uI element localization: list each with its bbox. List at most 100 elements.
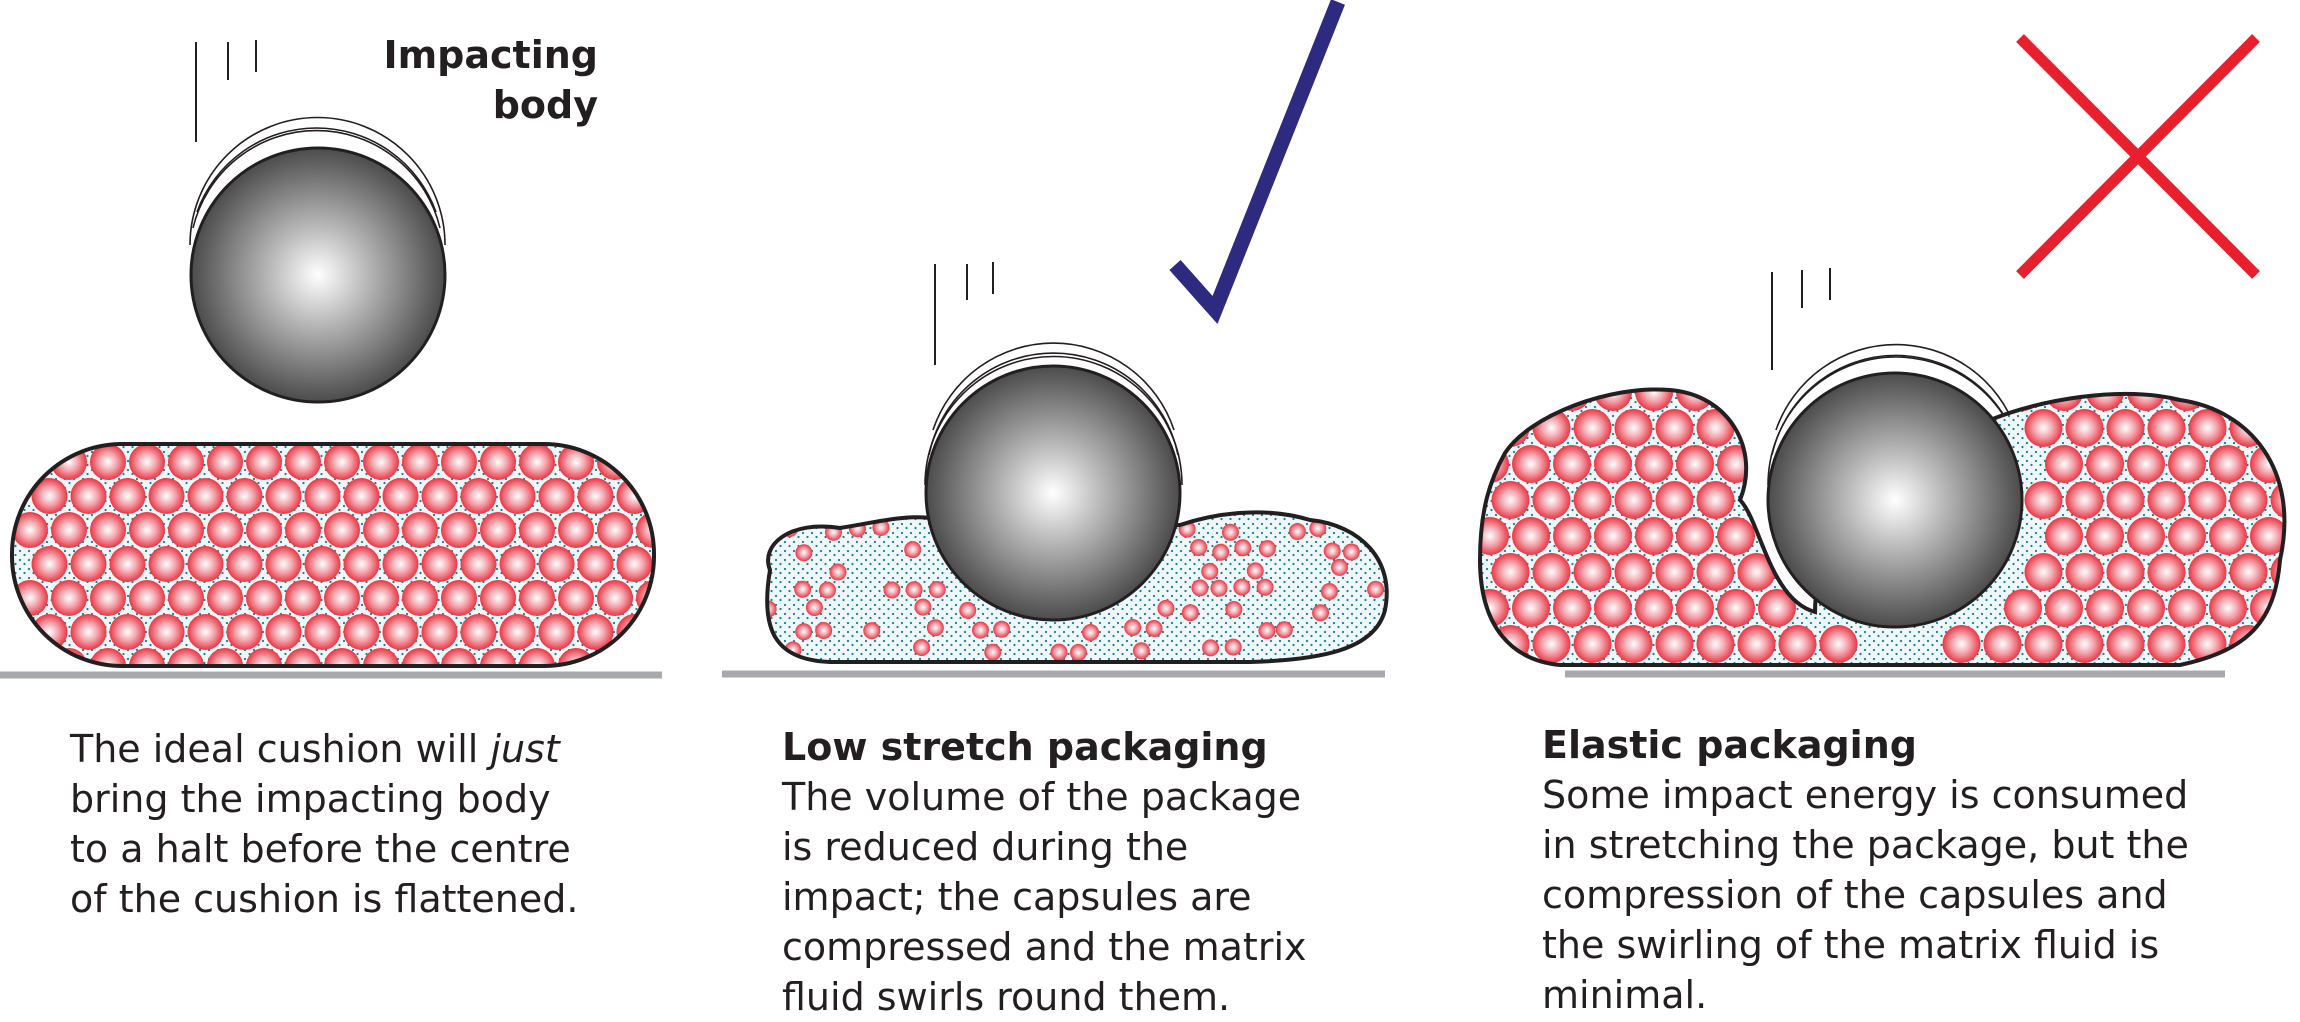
capsule <box>129 580 165 616</box>
caption-line: The volume of the package <box>782 772 1307 822</box>
low-stretch-caption: Low stretch packaging The volume of the … <box>782 722 1307 1022</box>
capsule <box>1676 445 1714 483</box>
capsule <box>1324 542 1341 559</box>
caption-line: fluid swirls round them. <box>782 972 1307 1022</box>
capsule <box>1233 579 1250 596</box>
capsule <box>1676 589 1714 627</box>
capsule <box>539 478 575 514</box>
capsule <box>207 512 243 548</box>
capsule <box>636 648 672 684</box>
capsule <box>2148 409 2186 447</box>
caption-line: Some impact energy is consumed <box>1542 770 2189 820</box>
capsule <box>32 614 68 650</box>
capsule <box>929 581 946 598</box>
capsule <box>1758 373 1796 411</box>
capsule <box>1289 523 1306 540</box>
capsule <box>913 639 930 656</box>
capsule <box>2127 517 2165 555</box>
capsule <box>1635 517 1673 555</box>
capsule <box>2025 625 2063 663</box>
capsule <box>110 546 146 582</box>
capsule <box>1070 644 1087 661</box>
capsule <box>519 444 555 480</box>
capsule <box>1201 563 1218 580</box>
capsule <box>51 444 87 480</box>
capsule <box>1312 604 1329 621</box>
capsule <box>383 614 419 650</box>
capsule <box>1133 642 1150 659</box>
capsule <box>402 512 438 548</box>
capsule <box>1984 625 2022 663</box>
capsule <box>1574 553 1612 591</box>
capsule <box>1615 553 1653 591</box>
capsule <box>1594 445 1632 483</box>
capsule <box>1471 517 1509 555</box>
capsule <box>188 614 224 650</box>
capsule <box>2250 373 2288 411</box>
capsule <box>578 546 614 582</box>
ideal-cushion-caption: The ideal cushion will just bring the im… <box>70 724 578 924</box>
capsule <box>2066 481 2104 519</box>
impacting-ball <box>191 148 445 402</box>
capsule <box>1378 644 1395 661</box>
capsule <box>168 444 204 480</box>
capsule <box>500 546 536 582</box>
capsule <box>927 619 944 636</box>
capsule <box>1594 517 1632 555</box>
capsule <box>344 546 380 582</box>
capsule <box>12 444 48 480</box>
checkmark <box>1175 2 1338 310</box>
capsule <box>1202 639 1219 656</box>
capsule <box>480 512 516 548</box>
low-stretch-panel <box>722 2 1395 679</box>
caption-line: in stretching the package, but the <box>1542 820 2189 870</box>
capsule <box>993 621 1010 638</box>
capsule <box>1738 625 1776 663</box>
capsule <box>2148 553 2186 591</box>
capsule <box>1492 409 1530 447</box>
capsule <box>558 580 594 616</box>
capsule <box>2004 589 2042 627</box>
capsule <box>2189 481 2227 519</box>
caption-line: compressed and the matrix <box>782 922 1307 972</box>
capsule <box>1943 625 1981 663</box>
capsule <box>904 541 921 558</box>
capsule <box>617 546 653 582</box>
capsule <box>539 546 575 582</box>
capsule <box>829 564 846 581</box>
capsule <box>422 614 458 650</box>
capsule <box>2066 409 2104 447</box>
capsule <box>2107 553 2145 591</box>
capsule <box>2045 445 2083 483</box>
capsule <box>207 444 243 480</box>
capsule <box>2148 625 2186 663</box>
capsule <box>90 512 126 548</box>
capsule <box>2127 589 2165 627</box>
capsule <box>1717 517 1755 555</box>
capsule <box>1050 644 1067 661</box>
caption-line: minimal. <box>1542 970 2189 1020</box>
capsule <box>285 444 321 480</box>
capsule <box>1635 445 1673 483</box>
capsule <box>1656 625 1694 663</box>
capsule <box>149 614 185 650</box>
capsule <box>383 478 419 514</box>
capsule <box>1656 409 1694 447</box>
capsule <box>959 602 976 619</box>
caption-line: impact; the capsules are <box>782 872 1307 922</box>
capsule <box>363 444 399 480</box>
capsule <box>1574 481 1612 519</box>
capsule <box>2045 589 2083 627</box>
capsule <box>285 580 321 616</box>
capsule <box>2066 553 2104 591</box>
capsule <box>2025 481 2063 519</box>
capsule <box>305 614 341 650</box>
capsule <box>1492 553 1530 591</box>
capsule <box>1533 625 1571 663</box>
capsule <box>422 546 458 582</box>
caption-line: bring the impacting body <box>70 774 578 824</box>
capsule <box>1190 539 1207 556</box>
capsule <box>863 622 880 639</box>
capsule <box>795 544 812 561</box>
capsule <box>2025 553 2063 591</box>
